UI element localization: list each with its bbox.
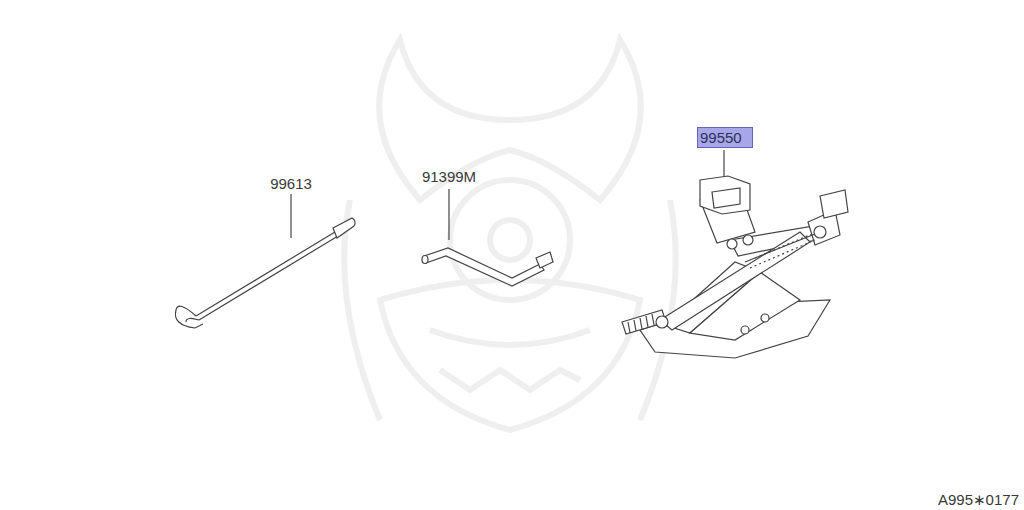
callout-number: 91399M [422, 168, 476, 185]
leader-line [448, 189, 449, 240]
leader-line [723, 150, 724, 180]
callout-number: 99613 [270, 175, 312, 192]
callout-number: 99550 [700, 129, 750, 146]
watermark-mask [344, 40, 675, 430]
scissor-jack [622, 176, 848, 358]
wheel-wrench [422, 248, 553, 286]
figure-code: A995∗0177 [938, 491, 1019, 508]
highlight-box: 99550 [697, 127, 753, 148]
leader-line [290, 194, 291, 238]
jack-handle-rod [175, 218, 355, 328]
part-drawings [175, 150, 848, 358]
